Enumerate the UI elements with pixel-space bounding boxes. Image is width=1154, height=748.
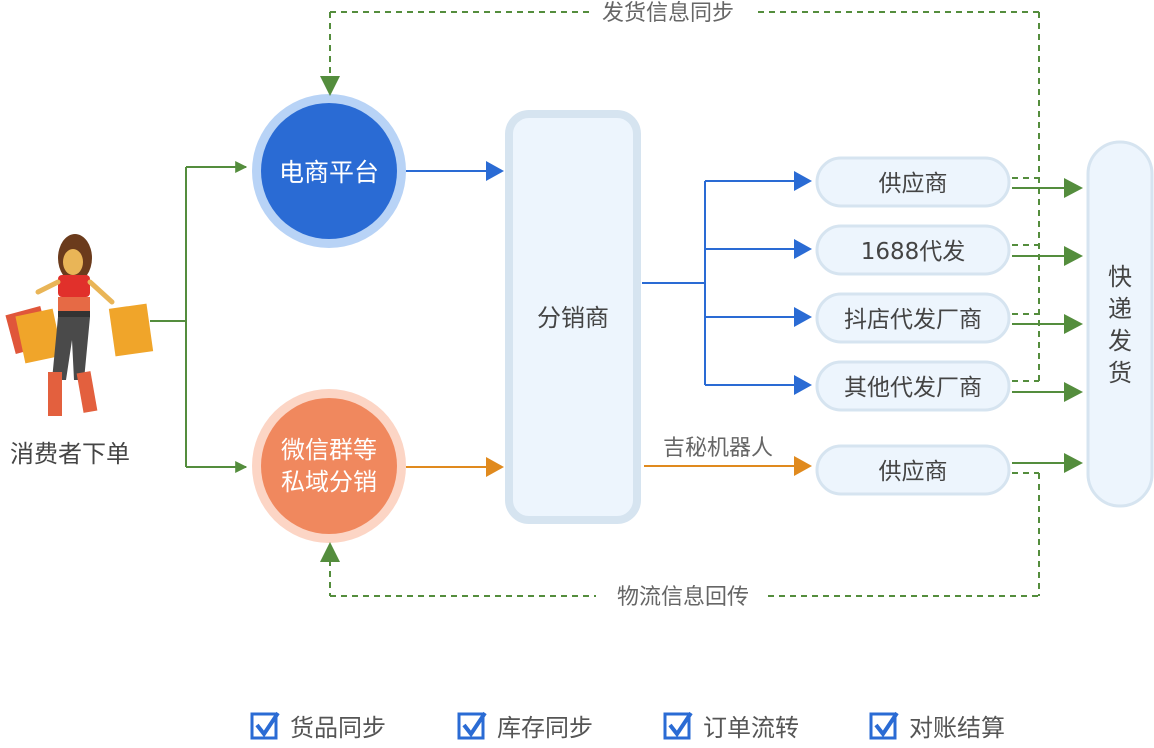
sync-up-arrow	[320, 542, 340, 562]
legend-item: 货品同步	[250, 708, 386, 743]
svg-text:供应商: 供应商	[879, 171, 948, 197]
shipping-char: 递	[1108, 295, 1132, 323]
sync-bottom-label: 物流信息回传	[617, 585, 749, 610]
checkbox-checked-icon	[457, 711, 487, 741]
arrow-head	[486, 457, 504, 477]
checkbox-checked-icon	[250, 711, 280, 741]
branch-arrow-heads	[794, 171, 812, 395]
sync-down-arrow	[320, 76, 340, 96]
supplier-item: 1688代发	[815, 224, 1011, 276]
legend-label: 对账结算	[909, 714, 1005, 742]
legend-item: 订单流转	[663, 708, 799, 743]
svg-text:抖店代发厂商: 抖店代发厂商	[844, 307, 982, 333]
svg-text:其他代发厂商: 其他代发厂商	[844, 375, 982, 401]
shopping-woman-icon	[5, 234, 154, 416]
supplier-item: 其他代发厂商	[815, 360, 1011, 412]
distributor-box	[505, 110, 641, 524]
legend-item: 库存同步	[457, 708, 593, 743]
sync-top-label: 发货信息同步	[602, 1, 734, 26]
svg-text:1688代发: 1688代发	[861, 239, 966, 265]
ecommerce-platform-node: 电商平台	[252, 94, 406, 248]
distributor-label: 分销商	[537, 304, 609, 332]
consumer-label: 消费者下单	[10, 440, 130, 468]
supplier-to-shipping-lines	[1012, 187, 1066, 464]
shipping-box	[1086, 140, 1154, 508]
svg-text:供应商: 供应商	[879, 459, 948, 485]
legend-item: 对账结算	[869, 708, 1005, 743]
checkbox-checked-icon	[663, 711, 693, 741]
legend-label: 货品同步	[290, 714, 386, 742]
distributor-branch-lines	[642, 180, 796, 386]
consumer-branch-lines	[150, 161, 248, 473]
arrow-head	[486, 161, 504, 181]
feature-legend: 货品同步 库存同步 订单流转 对账结算	[0, 708, 1154, 748]
private-label-line2: 私域分销	[281, 468, 377, 496]
shipping-arrow-heads	[1064, 178, 1083, 473]
sync-dashed-lines	[329, 11, 1040, 597]
supplier-item: 抖店代发厂商	[815, 292, 1011, 344]
robot-label: 吉秘机器人	[663, 436, 773, 461]
private-supplier-item: 供应商	[815, 444, 1011, 496]
supplier-item: 供应商	[815, 156, 1011, 208]
supplier-list: 供应商 1688代发 抖店代发厂商 其他代发厂商 供应商	[815, 156, 1011, 496]
arrow-head	[794, 456, 812, 476]
shipping-char: 快	[1108, 263, 1132, 291]
shipping-char: 货	[1108, 359, 1132, 387]
legend-label: 库存同步	[497, 714, 593, 742]
shipping-char: 发	[1108, 327, 1132, 355]
legend-label: 订单流转	[703, 714, 799, 742]
private-label-line1: 微信群等	[281, 436, 377, 464]
checkbox-checked-icon	[869, 711, 899, 741]
private-distribution-node: 微信群等 私域分销	[252, 389, 406, 543]
ecommerce-label: 电商平台	[279, 158, 379, 187]
